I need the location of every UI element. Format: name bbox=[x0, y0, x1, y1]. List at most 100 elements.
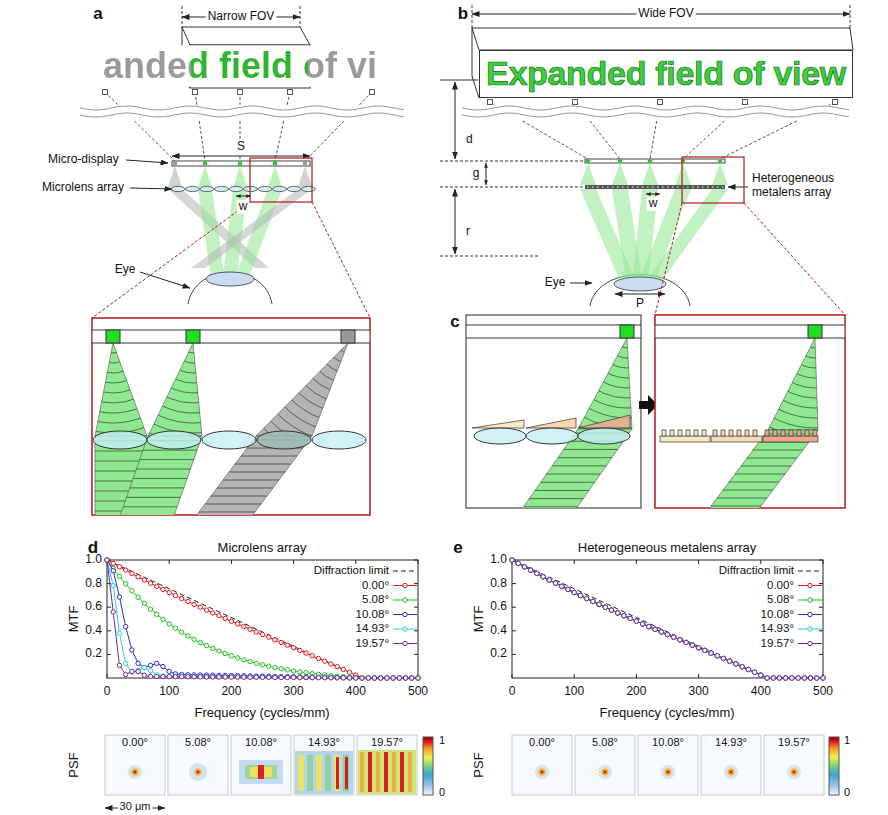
data-marker bbox=[323, 676, 327, 680]
metalens-element bbox=[592, 187, 594, 188]
data-marker bbox=[672, 635, 676, 639]
data-marker bbox=[672, 635, 676, 639]
data-marker bbox=[285, 674, 289, 678]
colorbar-label: 1 bbox=[439, 734, 445, 747]
wavefront bbox=[136, 469, 190, 470]
metalens-element bbox=[627, 187, 629, 188]
data-marker bbox=[709, 651, 713, 655]
data-marker bbox=[777, 676, 781, 680]
data-marker bbox=[622, 614, 626, 618]
legend-text: 5.08° bbox=[362, 593, 389, 606]
wavefront bbox=[564, 449, 618, 450]
data-marker bbox=[578, 593, 582, 597]
nanostructure bbox=[765, 430, 769, 436]
data-marker bbox=[541, 575, 545, 579]
data-marker bbox=[385, 676, 389, 680]
display-pixel bbox=[273, 162, 277, 166]
label-patch bbox=[636, 7, 695, 21]
data-marker bbox=[703, 648, 707, 652]
data-marker bbox=[516, 561, 520, 565]
psf-core bbox=[728, 769, 735, 776]
data-marker bbox=[628, 616, 632, 620]
data-marker bbox=[771, 676, 775, 680]
data-marker bbox=[678, 638, 682, 642]
image-point bbox=[103, 90, 108, 95]
legend-sample bbox=[403, 583, 407, 587]
axis-title: Frequency (cycles/mm) bbox=[194, 706, 329, 721]
y-tick bbox=[512, 607, 516, 608]
wavefront bbox=[223, 480, 279, 481]
data-marker bbox=[616, 611, 620, 615]
data-marker bbox=[703, 648, 707, 652]
angle-label: 0.00° bbox=[105, 736, 165, 749]
data-marker bbox=[616, 611, 620, 615]
data-marker bbox=[535, 571, 539, 575]
data-marker bbox=[360, 676, 364, 680]
eye-lens bbox=[206, 272, 254, 286]
data-marker bbox=[378, 676, 382, 680]
data-marker bbox=[734, 662, 738, 666]
data-marker bbox=[260, 675, 264, 679]
dimension-arrow bbox=[615, 294, 665, 295]
break-line bbox=[80, 106, 404, 110]
data-marker bbox=[403, 676, 407, 680]
data-marker bbox=[634, 619, 638, 623]
data-marker bbox=[771, 676, 775, 680]
data-marker bbox=[678, 638, 682, 642]
data-marker bbox=[759, 673, 763, 677]
data-marker bbox=[647, 624, 651, 628]
legend-sample bbox=[808, 598, 812, 602]
inset-content bbox=[466, 315, 641, 508]
image-box-frame bbox=[472, 5, 853, 98]
data-marker bbox=[684, 640, 688, 644]
data-marker bbox=[746, 667, 750, 671]
psf-tile: 14.93° bbox=[294, 735, 354, 795]
psf-frame bbox=[231, 735, 291, 795]
fov-extent-line bbox=[850, 5, 851, 28]
angle-label: 14.93° bbox=[701, 736, 761, 749]
dimension-label: w bbox=[649, 197, 658, 211]
data-marker bbox=[591, 599, 595, 603]
nanostructure bbox=[753, 430, 757, 436]
data-marker bbox=[790, 676, 794, 680]
psf-core bbox=[195, 769, 202, 776]
x-tick bbox=[698, 674, 699, 678]
data-marker bbox=[696, 646, 700, 650]
x-tick bbox=[698, 560, 699, 564]
data-marker bbox=[771, 676, 775, 680]
data-marker bbox=[167, 674, 171, 678]
data-marker bbox=[335, 676, 339, 680]
metalens-element bbox=[672, 187, 674, 188]
data-marker bbox=[790, 676, 794, 680]
angle-label: 5.08° bbox=[575, 736, 635, 749]
wavefront bbox=[524, 506, 578, 507]
virtual-ray bbox=[275, 121, 284, 161]
data-marker bbox=[771, 676, 775, 680]
data-marker bbox=[117, 595, 121, 599]
image-point bbox=[288, 90, 293, 95]
micro-display bbox=[172, 161, 310, 166]
nanostructure bbox=[702, 430, 706, 436]
reference-line bbox=[440, 161, 585, 162]
data-marker bbox=[796, 676, 800, 680]
wavefront bbox=[92, 318, 143, 373]
data-marker bbox=[298, 675, 302, 679]
nanostructure bbox=[805, 430, 809, 436]
axis-title: MTF bbox=[472, 606, 487, 633]
leader-arrow bbox=[126, 160, 168, 163]
data-marker bbox=[622, 614, 626, 618]
psf-frame bbox=[638, 735, 698, 795]
data-marker bbox=[279, 667, 283, 671]
legend-sample bbox=[403, 598, 407, 602]
data-marker bbox=[516, 561, 520, 565]
data-marker bbox=[123, 661, 127, 665]
data-marker bbox=[541, 575, 545, 579]
dimension-arrow bbox=[236, 196, 251, 197]
data-marker bbox=[584, 596, 588, 600]
data-marker bbox=[553, 581, 557, 585]
legend-text: 5.08° bbox=[767, 593, 794, 606]
data-marker bbox=[304, 675, 308, 679]
tick-label: 400 bbox=[346, 685, 366, 699]
y-tick bbox=[819, 654, 823, 655]
image-point bbox=[238, 90, 243, 95]
